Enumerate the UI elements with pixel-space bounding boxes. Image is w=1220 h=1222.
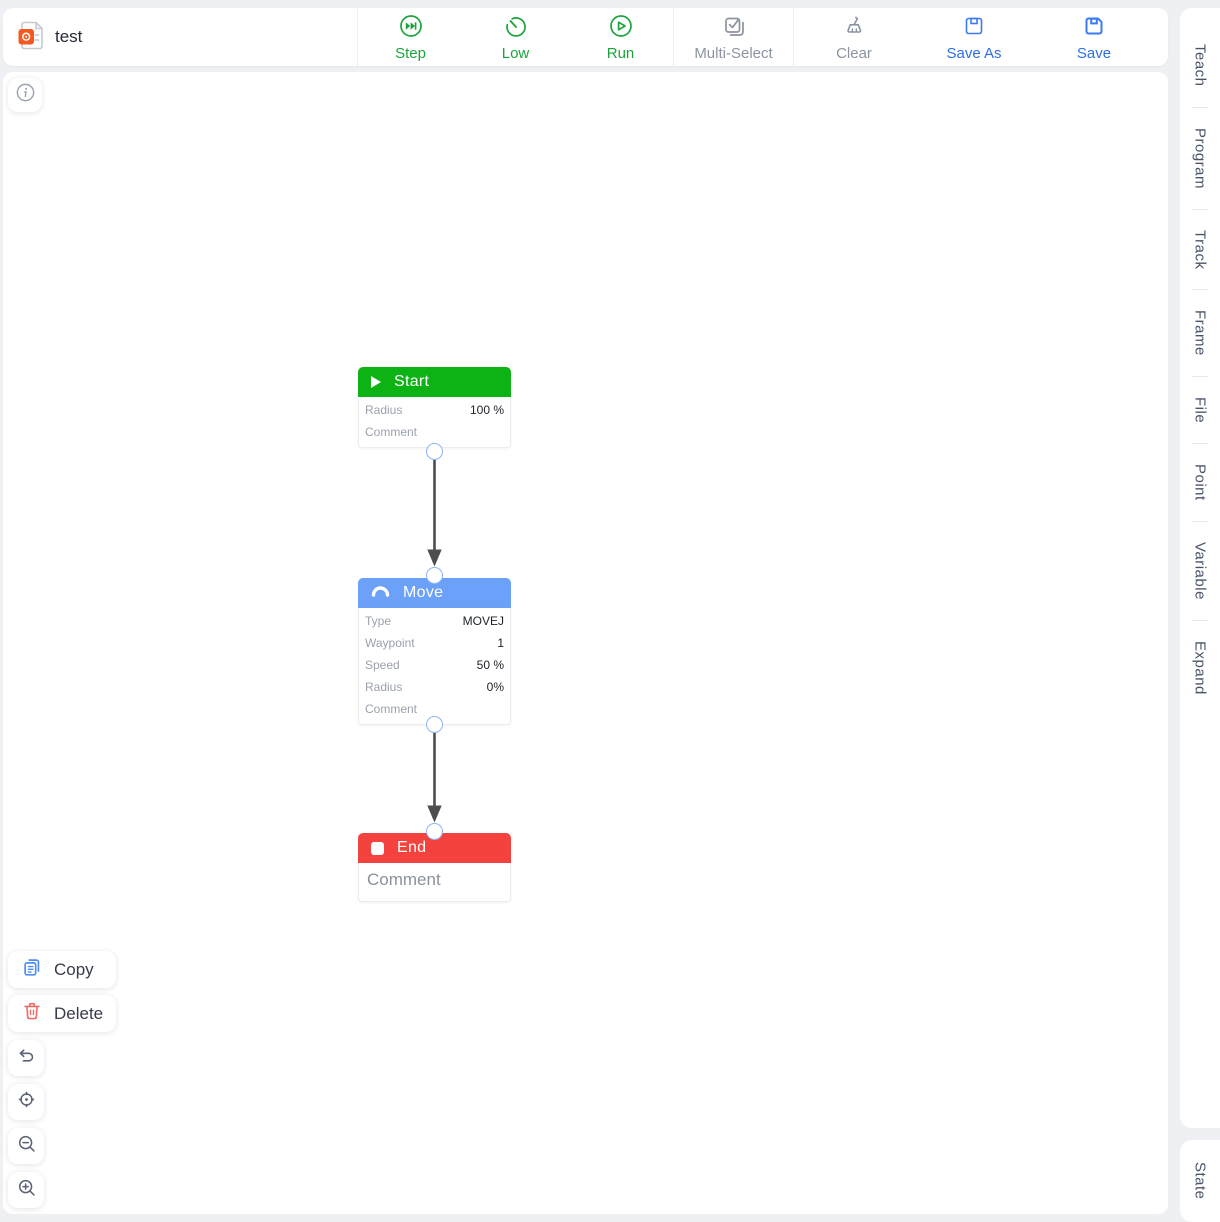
run-button[interactable]: Run — [568, 8, 673, 66]
save-as-label: Save As — [946, 44, 1002, 62]
tab-divider — [1192, 289, 1208, 291]
param-label: Speed — [365, 658, 400, 672]
save-button[interactable]: Save — [1034, 8, 1154, 66]
param-row: Comment — [359, 421, 510, 443]
end-stop-icon — [371, 841, 384, 855]
info-icon — [15, 82, 36, 108]
save-label: Save — [1076, 44, 1112, 62]
run-icon — [609, 14, 633, 43]
node-move-body: Type MOVEJ Waypoint 1 Speed 50 % Radius … — [358, 608, 511, 725]
step-label: Step — [395, 44, 426, 62]
trash-icon — [21, 1000, 43, 1027]
param-label: Comment — [365, 425, 418, 439]
tab-track[interactable]: Track — [1191, 229, 1209, 270]
step-button[interactable]: Step — [358, 8, 463, 66]
param-label: Waypoint — [365, 636, 415, 650]
copy-button[interactable]: Copy — [8, 951, 116, 988]
step-icon — [399, 14, 423, 43]
locate-center-button[interactable] — [8, 1084, 44, 1120]
crosshair-icon — [16, 1089, 37, 1115]
port-move-in[interactable] — [426, 566, 443, 584]
low-label: Low — [501, 44, 530, 62]
param-row: Radius 100 % — [359, 399, 510, 421]
multi-select-icon — [722, 14, 746, 43]
port-end-in[interactable] — [426, 822, 443, 840]
tab-divider — [1192, 443, 1208, 445]
right-tab-bar: Teach Program Track Frame File Point Var… — [1180, 8, 1220, 1128]
param-row: Comment — [359, 698, 510, 720]
tab-divider — [1192, 375, 1208, 377]
multi-select-button[interactable]: Multi-Select — [674, 8, 793, 66]
move-arc-icon — [371, 584, 390, 602]
start-play-icon — [371, 376, 381, 388]
tab-divider — [1192, 208, 1208, 210]
speed-gauge-icon — [504, 14, 528, 43]
delete-label: Delete — [54, 1003, 104, 1023]
node-end[interactable]: End Comment — [358, 833, 511, 902]
tab-point[interactable]: Point — [1191, 464, 1209, 501]
flow-connectors — [427, 460, 442, 823]
run-label: Run — [606, 44, 635, 62]
top-toolbar: test Step Low — [3, 8, 1168, 66]
undo-icon — [16, 1045, 37, 1071]
program-title: test — [55, 27, 83, 46]
low-speed-button[interactable]: Low — [463, 8, 568, 66]
tab-divider — [1192, 619, 1208, 621]
zoom-in-icon — [16, 1177, 37, 1203]
tab-teach[interactable]: Teach — [1191, 44, 1209, 87]
param-row: Waypoint 1 — [359, 632, 510, 654]
param-label: Comment — [365, 702, 418, 716]
zoom-in-button[interactable] — [8, 1172, 44, 1208]
node-start-header[interactable]: Start — [358, 367, 511, 397]
node-move[interactable]: Move Type MOVEJ Waypoint 1 Speed 50 % Ra… — [358, 578, 511, 725]
undo-button[interactable] — [8, 1040, 44, 1076]
delete-button[interactable]: Delete — [8, 995, 116, 1032]
node-end-title: End — [397, 839, 427, 856]
tab-file[interactable]: File — [1191, 396, 1209, 424]
end-comment-label: Comment — [367, 870, 441, 889]
param-row: Speed 50 % — [359, 654, 510, 676]
zoom-out-button[interactable] — [8, 1128, 44, 1164]
param-value: 50 % — [476, 658, 504, 672]
copy-icon — [21, 956, 43, 983]
param-label: Type — [365, 614, 392, 628]
param-value: MOVEJ — [462, 614, 504, 628]
zoom-out-icon — [16, 1133, 37, 1159]
clear-broom-icon — [842, 14, 866, 43]
copy-label: Copy — [54, 959, 94, 979]
program-tab[interactable]: test — [3, 8, 358, 66]
program-file-icon — [18, 20, 45, 55]
tab-divider — [1192, 106, 1208, 108]
state-panel-tab[interactable]: State — [1180, 1140, 1220, 1222]
tab-expand[interactable]: Expand — [1191, 640, 1209, 695]
node-start-title: Start — [394, 373, 430, 390]
save-as-button[interactable]: Save As — [914, 8, 1034, 66]
node-start-body: Radius 100 % Comment — [358, 397, 511, 448]
port-move-out[interactable] — [426, 715, 443, 733]
tab-frame[interactable]: Frame — [1191, 310, 1209, 356]
tab-divider — [1192, 520, 1208, 522]
tab-variable[interactable]: Variable — [1191, 541, 1209, 600]
tab-program[interactable]: Program — [1191, 127, 1209, 189]
param-value: 100 % — [469, 403, 504, 417]
port-start-out[interactable] — [426, 442, 443, 460]
save-icon — [1082, 14, 1106, 43]
param-label: Radius — [365, 403, 403, 417]
node-start[interactable]: Start Radius 100 % Comment — [358, 367, 511, 448]
param-value: 0% — [486, 680, 504, 694]
clear-label: Clear — [836, 44, 872, 62]
param-value: 1 — [497, 636, 504, 650]
program-canvas[interactable]: Start Radius 100 % Comment Move Typ — [3, 72, 1168, 1214]
clear-button[interactable]: Clear — [794, 8, 914, 66]
param-row: Type MOVEJ — [359, 610, 510, 632]
node-end-body: Comment — [358, 863, 511, 902]
info-button[interactable] — [8, 78, 42, 112]
param-label: Radius — [365, 680, 403, 694]
multi-select-label: Multi-Select — [694, 44, 773, 62]
node-move-title: Move — [403, 584, 444, 601]
param-row: Radius 0% — [359, 676, 510, 698]
save-as-icon — [962, 14, 986, 43]
tab-state-label: State — [1191, 1162, 1209, 1200]
